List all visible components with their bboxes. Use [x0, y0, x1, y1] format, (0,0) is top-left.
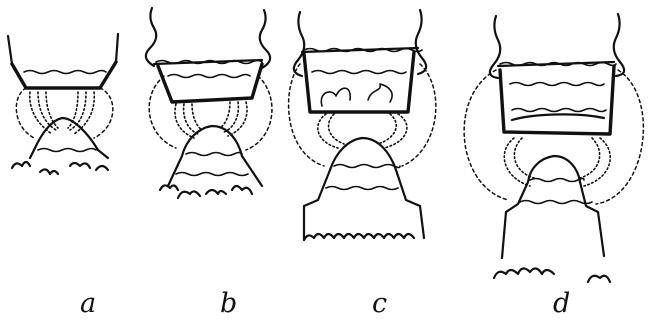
panel-c-upper-segment: [294, 10, 426, 112]
panel-d: [464, 14, 643, 282]
panel-b: [146, 8, 272, 198]
panel-a-dotted-connectors: [30, 92, 94, 134]
panel-d-upper-segment: [490, 14, 624, 134]
panel-a-lower-segment: [12, 118, 108, 174]
panel-c-dotted-connectors: [318, 114, 407, 148]
panel-b-upper-segment: [146, 8, 270, 102]
panel-b-dotted-connectors: [175, 102, 247, 138]
panel-d-dashed-outline: [464, 70, 643, 204]
panel-a-upper-segment: [8, 34, 118, 88]
panel-a-dashed-outline: [16, 88, 112, 138]
panel-c: [289, 10, 436, 240]
panel-c-dashed-outline: [289, 64, 436, 166]
panel-c-lower-segment: [304, 138, 424, 240]
panel-label-b: b: [220, 290, 237, 317]
panel-b-lower-segment: [160, 126, 262, 198]
panel-label-a: a: [80, 290, 96, 317]
panel-a: [8, 34, 118, 174]
panel-label-c: c: [372, 290, 387, 317]
panel-label-d: d: [553, 290, 570, 317]
